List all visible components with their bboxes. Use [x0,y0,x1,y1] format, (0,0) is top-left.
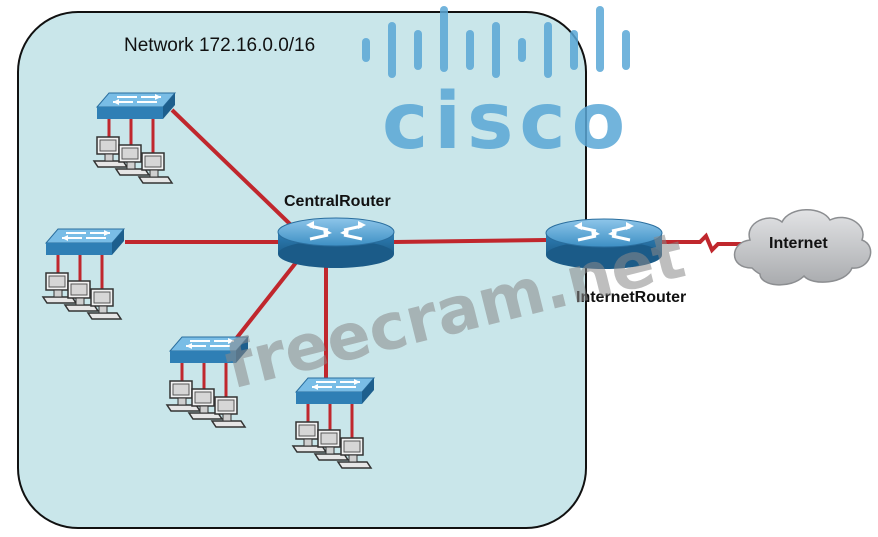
internet-label: Internet [769,235,828,252]
central-router-icon [276,216,396,270]
cisco-logo-text: cisco [382,77,631,167]
cloud-icon [733,209,872,286]
internet-router-label: InternetRouter [576,289,686,306]
cisco-logo: cisco [362,6,631,167]
link-switch-1 [170,108,294,228]
link-routers [393,238,547,244]
central-router-label: CentralRouter [284,193,391,210]
network-boundary [17,11,587,529]
network-label: Network 172.16.0.0/16 [124,35,315,56]
link-internet-serial [662,232,742,254]
link-switch-3 [233,258,300,342]
network-links [125,108,742,380]
